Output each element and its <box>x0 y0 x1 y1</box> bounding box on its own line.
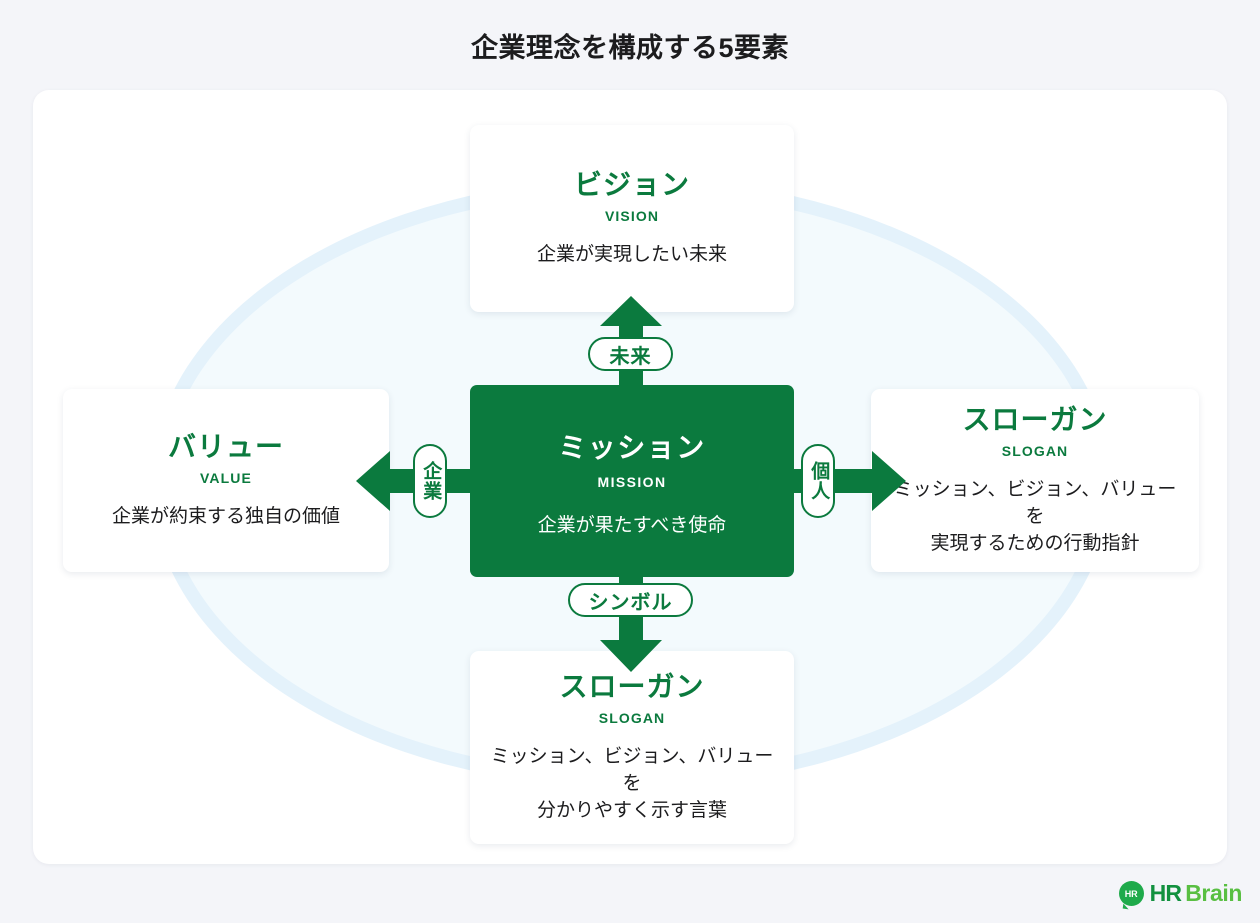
card-mission-description: 企業が果たすべき使命 <box>537 514 727 536</box>
hrbrain-logo: HR HR Brain <box>1118 880 1242 907</box>
card-vision-subtitle: VISION <box>604 208 660 225</box>
card-slogan-right-description: ミッション、ビジョン、バリューを 実現するための行動指針 <box>887 477 1183 558</box>
page-title: 企業理念を構成する5要素 <box>470 33 789 63</box>
logo-text-hr: HR <box>1149 880 1182 906</box>
card-slogan-bottom-description-line1: ミッション、ビジョン、バリューを <box>490 746 774 795</box>
card-slogan-right-description-line1: ミッション、ビジョン、バリューを <box>893 479 1177 528</box>
card-slogan-bottom-description: ミッション、ビジョン、バリューを 分かりやすく示す言葉 <box>486 744 778 825</box>
card-slogan-right-title: スローガン <box>962 403 1108 435</box>
card-slogan-right-subtitle: SLOGAN <box>1001 443 1069 460</box>
connector-label-up: 未来 <box>588 337 673 371</box>
card-slogan-bottom[interactable]: スローガン SLOGAN ミッション、ビジョン、バリューを 分かりやすく示す言葉 <box>470 651 794 844</box>
card-mission[interactable]: ミッション MISSION 企業が果たすべき使命 <box>470 385 794 577</box>
connector-label-left: 企業 <box>413 444 447 518</box>
logo-text-brain: Brain <box>1185 880 1242 906</box>
card-slogan-right[interactable]: スローガン SLOGAN ミッション、ビジョン、バリューを 実現するための行動指… <box>871 389 1199 572</box>
card-slogan-bottom-subtitle: SLOGAN <box>598 710 666 727</box>
card-mission-subtitle: MISSION <box>597 473 667 490</box>
card-value-subtitle: VALUE <box>200 470 252 487</box>
card-vision[interactable]: ビジョン VISION 企業が実現したい未来 <box>470 125 794 312</box>
card-slogan-right-description-line2: 実現するための行動指針 <box>930 533 1140 555</box>
diagram-panel: ビジョン VISION 企業が実現したい未来 バリュー VALUE 企業が約束す… <box>33 90 1227 864</box>
speech-bubble-icon: HR <box>1118 881 1144 906</box>
card-value-description: 企業が約束する独自の価値 <box>111 506 340 528</box>
card-vision-title: ビジョン <box>573 168 690 200</box>
card-mission-title: ミッション <box>558 431 706 463</box>
card-value[interactable]: バリュー VALUE 企業が約束する独自の価値 <box>63 389 389 572</box>
card-value-title: バリュー <box>167 430 284 462</box>
connector-label-right: 個人 <box>801 444 835 518</box>
logo-mark-text: HR <box>1124 888 1138 899</box>
card-slogan-bottom-description-line2: 分かりやすく示す言葉 <box>536 800 727 822</box>
connector-label-down: シンボル <box>568 583 693 617</box>
card-vision-description: 企業が実現したい未来 <box>536 244 727 266</box>
card-slogan-bottom-title: スローガン <box>559 670 705 702</box>
